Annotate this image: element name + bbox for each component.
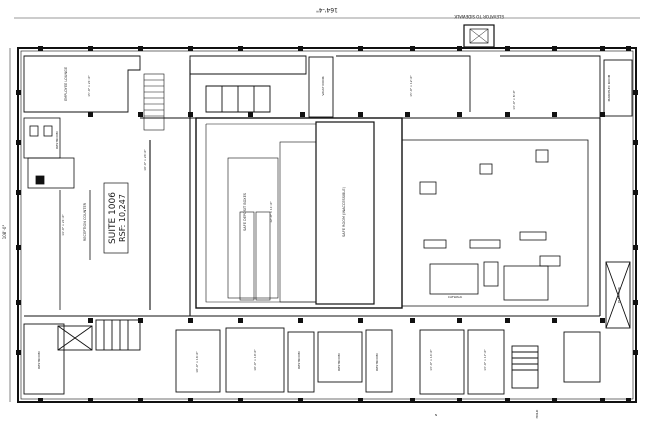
- side-dimension-label: 108'-0": [2, 225, 7, 240]
- reception-dims: 14'-0" x 21'-0": [61, 214, 65, 236]
- employee-lounge-label: EMPLOYEE LOUNGE: [64, 67, 68, 101]
- interior-walls: [24, 60, 601, 317]
- main-elec-room-label: MAIN ELEC ROOM: [607, 74, 611, 101]
- bottom-note-hold: HOLD: [535, 409, 539, 418]
- elevator-se-label: ELEVATOR: [617, 287, 621, 302]
- office-s2-dims: 10'-0" x 10'-0": [253, 349, 257, 371]
- main-elec-room: [603, 59, 633, 117]
- south-rooms: [23, 319, 601, 395]
- safe-deposit-area: [195, 117, 403, 309]
- office-s1-dims: 10'-0" x 16'-0": [195, 351, 199, 373]
- safe-room-label: SAFE ROOM (INACCESSIBLE): [342, 186, 346, 237]
- suite-name: SUITE 1006: [108, 192, 118, 244]
- vault-door-label: VAULT DOOR: [321, 76, 325, 95]
- restroom-sw-label: RESTROOM: [37, 351, 41, 369]
- suite-rsf: RSF: 10,247: [118, 194, 127, 242]
- office-n1-dims: 15'-0" x 12'-0": [409, 75, 413, 97]
- corridor-dims: 10'-0" x 24'-0": [143, 149, 147, 171]
- building-outline: [17, 47, 637, 403]
- office-ne-dims: 13'-0" x 8'-0": [512, 89, 516, 109]
- suite-label-box: [103, 182, 129, 254]
- catwalk-label: CATWALK: [448, 295, 463, 299]
- bottom-note-n: N: [435, 413, 437, 417]
- restroom-nw-label: RESTROOM: [55, 131, 59, 149]
- elevator-to-sidewalk-label: ELEVATOR TO SIDEWALK: [454, 14, 504, 19]
- safe-deposit-boxes-label: SAFE DEPOSIT BOXES: [243, 192, 247, 231]
- restroom-s1-label: RESTROOM: [297, 351, 301, 369]
- employee-lounge-room: [23, 55, 141, 113]
- reception-counter-label: RECEPTION COUNTER: [83, 202, 87, 241]
- office-s3-dims: 13'-0" x 14'-0": [429, 349, 433, 371]
- stair-nw: [143, 73, 165, 131]
- lounge-dims: 15'-0" x 21'-0": [87, 75, 91, 97]
- safe-room: [315, 121, 375, 305]
- east-open-area: [402, 139, 589, 307]
- vault-door: [308, 56, 334, 118]
- office-s4-dims: 13'-0" x 17'-0": [483, 349, 487, 371]
- restroom-s3-label: RESTROOM: [375, 353, 379, 371]
- safe-dep-dims: 12'-0" x 11'-0": [269, 201, 273, 223]
- top-dimension-label: 164'-4": [316, 6, 338, 13]
- restroom-s2-label: RESTROOM: [337, 353, 341, 371]
- reception-area: [27, 157, 91, 310]
- elevator-se: [605, 261, 631, 329]
